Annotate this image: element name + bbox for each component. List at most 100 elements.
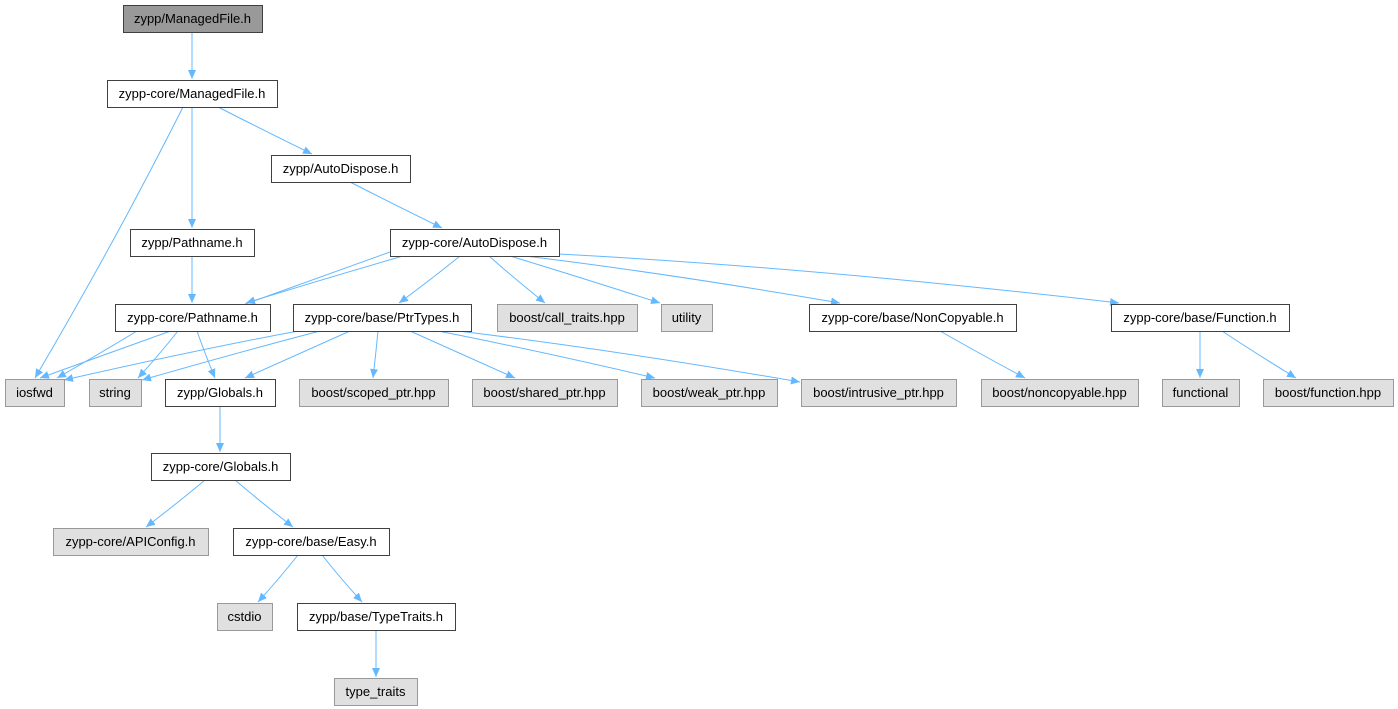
node-box bbox=[53, 528, 209, 556]
node-n7[interactable]: zypp-core/base/PtrTypes.h bbox=[293, 304, 472, 332]
edge-n10-n18 bbox=[939, 330, 1026, 379]
node-n25[interactable]: zypp/base/TypeTraits.h bbox=[297, 603, 456, 631]
node-n22: zypp-core/APIConfig.h bbox=[53, 528, 209, 556]
node-label: zypp/AutoDispose.h bbox=[283, 161, 399, 176]
node-label: zypp/Globals.h bbox=[177, 385, 263, 400]
node-box bbox=[809, 304, 1017, 332]
node-n21[interactable]: zypp-core/Globals.h bbox=[151, 453, 291, 481]
edge-n5-n9 bbox=[509, 255, 661, 305]
node-label: zypp-core/base/Function.h bbox=[1123, 310, 1276, 325]
edge-n21-n23 bbox=[234, 479, 294, 528]
node-box bbox=[641, 379, 778, 407]
node-n2: iosfwd bbox=[5, 379, 65, 407]
edge-n5-n10 bbox=[524, 255, 841, 306]
edge-n6-n2 bbox=[56, 330, 138, 379]
edge-n1-n2 bbox=[34, 106, 184, 379]
node-label: cstdio bbox=[228, 609, 262, 624]
node-label: string bbox=[99, 385, 131, 400]
edge-n21-n22 bbox=[145, 479, 206, 528]
node-label: zypp-core/base/NonCopyable.h bbox=[821, 310, 1003, 325]
edge-n7-n16 bbox=[437, 330, 656, 380]
node-label: boost/weak_ptr.hpp bbox=[653, 385, 766, 400]
node-box bbox=[89, 379, 142, 407]
node-box bbox=[233, 528, 390, 556]
edge-n6-n13 bbox=[196, 330, 216, 379]
node-box bbox=[1162, 379, 1240, 407]
node-box bbox=[801, 379, 957, 407]
edge-n5-n7 bbox=[398, 255, 461, 304]
edge-n7-n12 bbox=[141, 330, 321, 382]
node-label: zypp-core/base/PtrTypes.h bbox=[305, 310, 460, 325]
edge-n23-n24 bbox=[257, 554, 299, 603]
node-label: functional bbox=[1173, 385, 1229, 400]
node-n10[interactable]: zypp-core/base/NonCopyable.h bbox=[809, 304, 1017, 332]
edge-n7-n15 bbox=[409, 330, 516, 379]
nodes-layer: zypp/ManagedFile.h zypp-core/ManagedFile.… bbox=[5, 5, 1394, 706]
node-label: iosfwd bbox=[16, 385, 53, 400]
node-label: zypp-core/ManagedFile.h bbox=[119, 86, 266, 101]
node-box bbox=[661, 304, 713, 332]
edge-n5-n11 bbox=[558, 253, 1120, 306]
node-box bbox=[5, 379, 65, 407]
edge-n1-n4 bbox=[217, 106, 313, 155]
node-n24: cstdio bbox=[217, 603, 273, 631]
node-label: zypp-core/AutoDispose.h bbox=[402, 235, 547, 250]
node-box bbox=[1263, 379, 1394, 407]
node-label: type_traits bbox=[346, 684, 406, 699]
edge-n7-n14 bbox=[370, 330, 379, 379]
node-n12: string bbox=[89, 379, 142, 407]
node-box bbox=[123, 5, 263, 33]
node-label: zypp/Pathname.h bbox=[141, 235, 242, 250]
node-n5[interactable]: zypp-core/AutoDispose.h bbox=[390, 229, 560, 257]
node-n26: type_traits bbox=[334, 678, 418, 706]
edge-n7-n2 bbox=[63, 330, 299, 382]
node-box bbox=[497, 304, 638, 332]
node-label: boost/function.hpp bbox=[1275, 385, 1381, 400]
node-n15: boost/shared_ptr.hpp bbox=[472, 379, 618, 407]
node-n1[interactable]: zypp-core/ManagedFile.h bbox=[107, 80, 278, 108]
edge-n7-n17 bbox=[457, 330, 801, 385]
node-n9: utility bbox=[661, 304, 713, 332]
node-label: boost/call_traits.hpp bbox=[509, 310, 625, 325]
node-label: zypp/base/TypeTraits.h bbox=[309, 609, 443, 624]
node-label: zypp-core/Pathname.h bbox=[127, 310, 258, 325]
edge-n4-n5 bbox=[349, 181, 443, 229]
edge-n6-n12 bbox=[137, 330, 179, 379]
node-box bbox=[297, 603, 456, 631]
node-box bbox=[115, 304, 271, 332]
node-n14: boost/scoped_ptr.hpp bbox=[299, 379, 449, 407]
node-n4[interactable]: zypp/AutoDispose.h bbox=[271, 155, 411, 183]
edge-n5-n6 bbox=[245, 255, 404, 305]
node-label: zypp-core/APIConfig.h bbox=[65, 534, 195, 549]
node-n13[interactable]: zypp/Globals.h bbox=[165, 379, 276, 407]
node-label: zypp-core/base/Easy.h bbox=[245, 534, 376, 549]
node-box bbox=[130, 229, 255, 257]
node-n6[interactable]: zypp-core/Pathname.h bbox=[115, 304, 271, 332]
node-n0[interactable]: zypp/ManagedFile.h bbox=[123, 5, 263, 33]
node-box bbox=[217, 603, 273, 631]
node-n11[interactable]: zypp-core/base/Function.h bbox=[1111, 304, 1290, 332]
node-box bbox=[107, 80, 278, 108]
node-n20: boost/function.hpp bbox=[1263, 379, 1394, 407]
node-n17: boost/intrusive_ptr.hpp bbox=[801, 379, 957, 407]
node-box bbox=[165, 379, 276, 407]
node-n18: boost/noncopyable.hpp bbox=[981, 379, 1139, 407]
node-label: boost/noncopyable.hpp bbox=[992, 385, 1126, 400]
node-n8: boost/call_traits.hpp bbox=[497, 304, 638, 332]
node-n3[interactable]: zypp/Pathname.h bbox=[130, 229, 255, 257]
node-label: utility bbox=[672, 310, 702, 325]
node-n19: functional bbox=[1162, 379, 1240, 407]
node-label: boost/intrusive_ptr.hpp bbox=[813, 385, 944, 400]
node-box bbox=[334, 678, 418, 706]
node-box bbox=[390, 229, 560, 257]
node-box bbox=[299, 379, 449, 407]
node-box bbox=[1111, 304, 1290, 332]
node-n23[interactable]: zypp-core/base/Easy.h bbox=[233, 528, 390, 556]
node-box bbox=[472, 379, 618, 407]
node-label: zypp-core/Globals.h bbox=[163, 459, 279, 474]
node-box bbox=[151, 453, 291, 481]
edge-n5-n8 bbox=[488, 255, 546, 304]
node-label: zypp/ManagedFile.h bbox=[134, 11, 251, 26]
edges-layer bbox=[34, 31, 1297, 677]
